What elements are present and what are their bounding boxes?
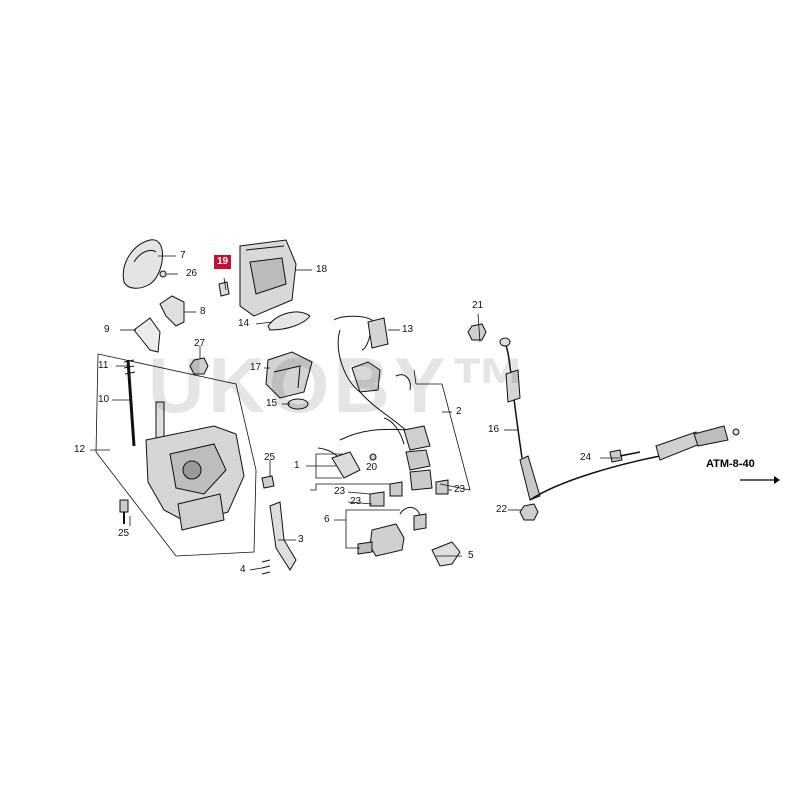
part-clip-19 <box>218 281 230 297</box>
watermark: UKOBY™ <box>148 341 532 429</box>
callout-23-mid: 23 <box>350 496 362 507</box>
part-bolt-25a <box>119 499 129 524</box>
callout-16: 16 <box>488 424 500 435</box>
part-cover-9 <box>133 317 161 353</box>
part-nut-21 <box>467 323 487 341</box>
callout-17: 17 <box>250 362 262 373</box>
callout-2: 2 <box>456 406 462 417</box>
callout-1: 1 <box>294 460 300 471</box>
part-clip-23b <box>389 481 403 497</box>
callout-23-left: 23 <box>334 486 346 497</box>
callout-21: 21 <box>472 300 484 311</box>
leader-lines <box>90 255 620 571</box>
callout-7: 7 <box>180 250 186 261</box>
part-switch-17 <box>265 351 313 399</box>
callout-3: 3 <box>298 534 304 545</box>
part-shift-lever-assembly <box>145 401 245 531</box>
part-spring-4 <box>261 559 271 575</box>
callout-24: 24 <box>580 452 592 463</box>
diagram-reference: ATM-8-40 <box>706 458 755 470</box>
callout-13: 13 <box>402 324 414 335</box>
part-shift-knob <box>122 239 163 289</box>
callout-20: 20 <box>366 462 378 473</box>
callout-12: 12 <box>74 444 86 455</box>
part-knob-button <box>159 295 185 327</box>
part-shift-cable <box>499 337 740 501</box>
callout-22: 22 <box>496 504 508 515</box>
callout-5: 5 <box>468 550 474 561</box>
callout-15: 15 <box>266 398 278 409</box>
part-nut-22 <box>519 503 539 521</box>
callout-10: 10 <box>98 394 110 405</box>
callout-19: 19 <box>214 255 232 269</box>
part-screw-20 <box>369 453 377 461</box>
callout-11: 11 <box>98 360 109 371</box>
part-bracket-5 <box>431 541 461 567</box>
part-clip-23a <box>369 491 385 507</box>
part-indicator-panel <box>239 239 297 317</box>
part-bolt-24 <box>609 449 641 463</box>
callout-26: 26 <box>186 268 198 279</box>
part-harness-2 <box>317 361 433 491</box>
part-cap-14 <box>267 311 311 331</box>
callout-18: 18 <box>316 264 328 275</box>
callout-14: 14 <box>238 318 250 329</box>
callout-23-right: 23 <box>454 484 466 495</box>
part-nut-27 <box>189 357 209 375</box>
callout-9: 9 <box>104 324 110 335</box>
callout-4: 4 <box>240 564 246 575</box>
part-solenoid-6 <box>357 507 427 557</box>
part-bracket-3 <box>269 501 297 571</box>
part-clip-23c <box>435 479 449 495</box>
callout-25-left: 25 <box>118 528 130 539</box>
callout-27: 27 <box>194 338 206 349</box>
callout-25-right: 25 <box>264 452 276 463</box>
callout-8: 8 <box>200 306 206 317</box>
part-bolt-25b <box>261 475 275 489</box>
callout-6: 6 <box>324 514 330 525</box>
